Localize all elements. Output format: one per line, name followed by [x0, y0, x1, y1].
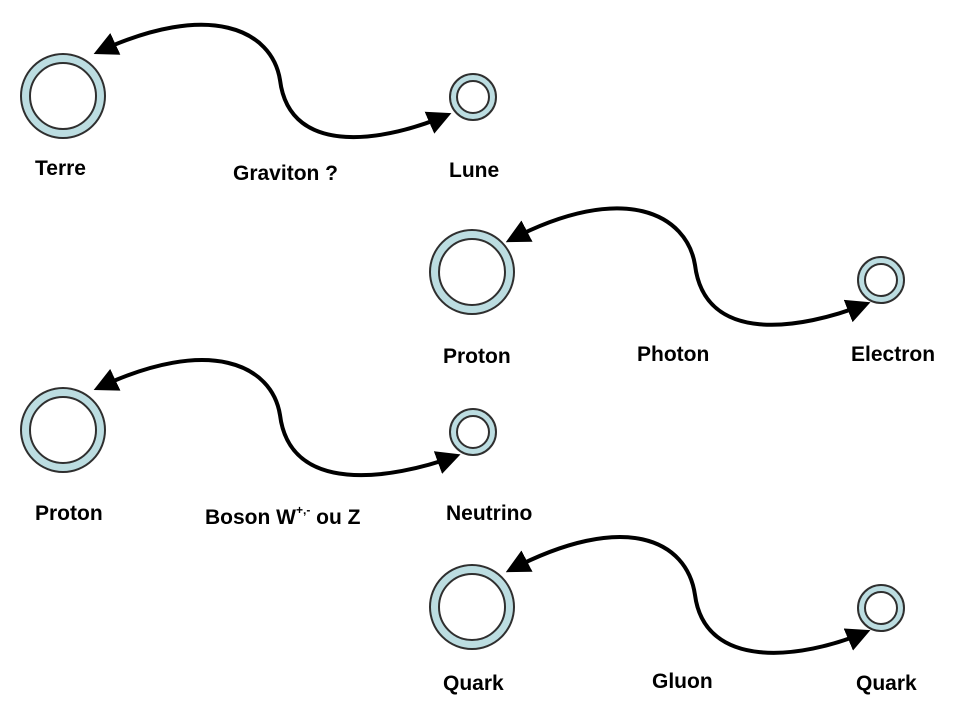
target-label: Quark [856, 672, 917, 695]
target-body-ring [857, 256, 905, 304]
target-body-ring [449, 408, 497, 456]
interaction-electromagnetic [429, 206, 905, 327]
source-label: Proton [35, 502, 103, 525]
source-body-ring [429, 229, 515, 315]
exchange-arrow [505, 206, 871, 327]
interaction-gravity [20, 22, 497, 139]
source-label: Terre [35, 157, 86, 180]
target-body-ring [449, 73, 497, 121]
source-body-ring [20, 387, 106, 473]
exchange-arrow [93, 22, 452, 139]
mediator-label: Gluon [652, 670, 713, 693]
exchange-arrow [93, 358, 461, 478]
mediator-label: Boson W+,- ou Z [205, 503, 361, 529]
source-body-ring [429, 564, 515, 650]
target-label: Electron [851, 343, 936, 366]
source-body-ring [20, 53, 106, 139]
mediator-label: Photon [637, 343, 710, 366]
mediator-label: Graviton ? [233, 162, 339, 185]
target-body-ring [857, 584, 905, 632]
source-label: Quark [443, 672, 504, 695]
source-label: Proton [443, 345, 511, 368]
interaction-strong [429, 535, 905, 655]
interaction-weak [20, 358, 497, 478]
target-label: Lune [449, 159, 500, 182]
exchange-arrow [505, 535, 871, 655]
target-label: Neutrino [446, 502, 533, 525]
